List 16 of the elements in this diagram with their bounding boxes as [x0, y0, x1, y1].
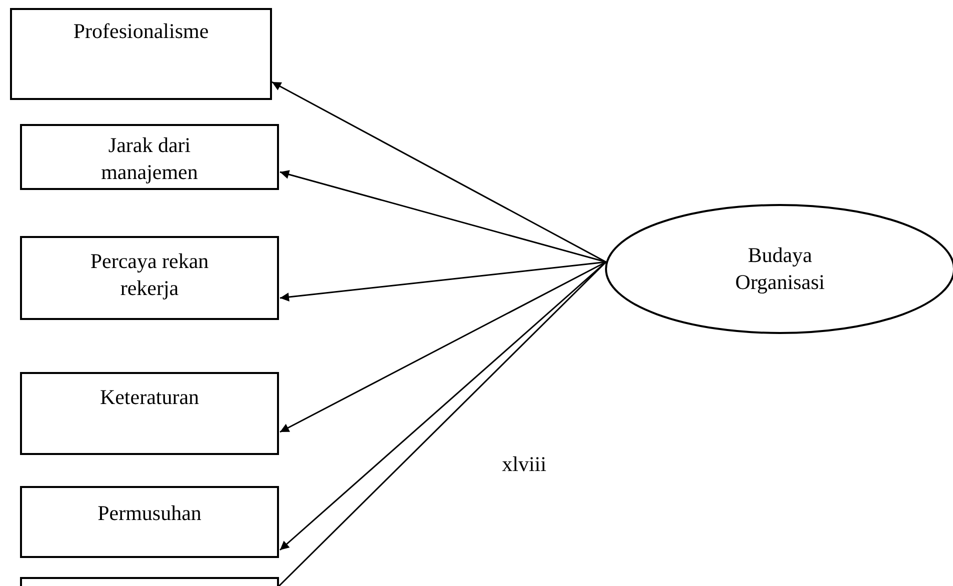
node-label: Percaya rekan rekerja [89, 248, 210, 302]
node-label: Permusuhan [98, 500, 202, 527]
node-label: Profesionalisme [73, 18, 209, 45]
arrow [280, 261, 606, 302]
arrow [272, 81, 606, 263]
box [20, 486, 279, 558]
node-label: Jarak dari manajemen [100, 132, 199, 186]
box [10, 8, 272, 100]
arrow [280, 170, 606, 263]
page-number: xlviii [502, 452, 546, 477]
box [20, 236, 279, 320]
box [20, 372, 279, 455]
arrow [280, 261, 606, 433]
box [20, 124, 279, 190]
node-label: Budaya Organisasi [734, 242, 826, 296]
node-label: Keteraturan [100, 384, 200, 411]
